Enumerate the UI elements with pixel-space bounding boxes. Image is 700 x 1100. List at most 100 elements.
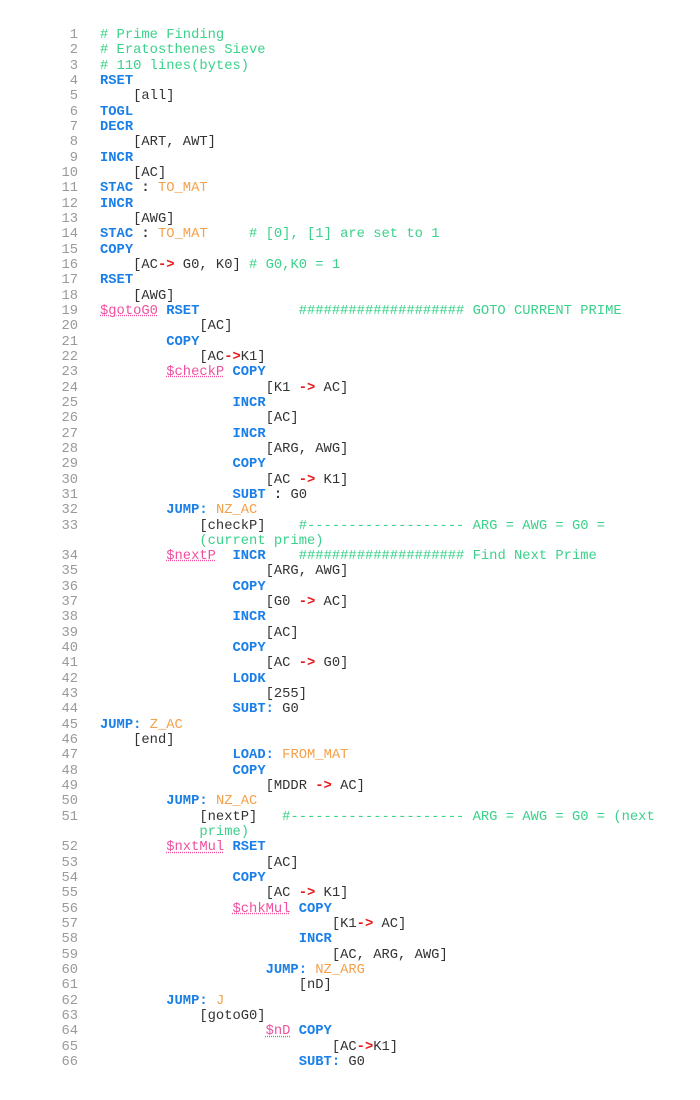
code-line[interactable]: 52 $nxtMul RSET [0,840,700,855]
code-line[interactable]: 49 [MDDR -> AC] [0,779,700,794]
code-line[interactable]: 10 [AC] [0,166,700,181]
code-line[interactable]: 26 [AC] [0,411,700,426]
line-source: SUBT : G0 [100,488,307,503]
code-line[interactable]: 65 [AC->K1] [0,1040,700,1055]
code-line[interactable]: 53 [AC] [0,856,700,871]
line-number: 47 [61,748,78,764]
code-line[interactable]: 28 [ARG, AWG] [0,442,700,457]
code-line-wrap[interactable]: (current prime) [0,534,700,549]
code-line[interactable]: 16 [AC-> G0, K0] # G0,K0 = 1 [0,258,700,273]
code-line[interactable]: 44 SUBT: G0 [0,702,700,717]
line-number: 32 [61,503,78,519]
code-line[interactable]: 24 [K1 -> AC] [0,381,700,396]
code-line[interactable]: 48 COPY [0,764,700,779]
code-line[interactable]: 59 [AC, ARG, AWG] [0,948,700,963]
code-line[interactable]: 3# 110 lines(bytes) [0,59,700,74]
code-text [208,994,216,1009]
arrow-operator: -> [315,779,332,795]
code-line[interactable]: 31 SUBT : G0 [0,488,700,503]
code-text [100,610,232,625]
code-line[interactable]: 1# Prime Finding [0,28,700,43]
code-line[interactable]: 64 $nD COPY [0,1024,700,1039]
line-source: INCR [100,151,133,166]
code-line[interactable]: 25 INCR [0,396,700,411]
code-line[interactable]: 13 [AWG] [0,212,700,227]
code-text [100,840,166,855]
code-line[interactable]: 66 SUBT: G0 [0,1055,700,1070]
code-line[interactable]: 30 [AC -> K1] [0,473,700,488]
code-text: K1] [240,349,266,365]
code-line[interactable]: 21 COPY [0,335,700,350]
code-line-wrap[interactable]: prime) [0,825,700,840]
code-line[interactable]: 60 JUMP: NZ_ARG [0,963,700,978]
code-text [100,549,166,564]
code-text [100,702,232,717]
code-line[interactable]: 20 [AC] [0,319,700,334]
line-source: STAC : TO_MAT [100,181,208,196]
label: $checkP [166,365,225,381]
code-text: AC] [315,595,349,611]
line-number: 59 [61,947,78,963]
line-source: $nD COPY [100,1024,332,1039]
code-line[interactable]: 35 [ARG, AWG] [0,564,700,579]
code-text: [AC [100,472,299,488]
keyword: JUMP: [265,963,307,979]
keyword: SUBT [232,487,266,503]
code-line[interactable]: 51 [nextP] #--------------------- ARG = … [0,810,700,825]
code-line[interactable]: 54 COPY [0,871,700,886]
code-line[interactable]: 40 COPY [0,641,700,656]
operand: TO_MAT [157,227,208,243]
code-line[interactable]: 18 [AWG] [0,289,700,304]
code-line[interactable]: 36 COPY [0,580,700,595]
line-source: [AC, ARG, AWG] [100,948,448,963]
code-line[interactable]: 34 $nextP INCR #################### Find… [0,549,700,564]
code-line[interactable]: 22 [AC->K1] [0,350,700,365]
code-line[interactable]: 50 JUMP: NZ_AC [0,794,700,809]
line-number: 40 [61,641,78,657]
code-line[interactable]: 37 [G0 -> AC] [0,595,700,610]
code-line[interactable]: 19$gotoG0 RSET #################### GOTO… [0,304,700,319]
code-line[interactable]: 42 LODK [0,672,700,687]
line-source: JUMP: J [100,994,224,1009]
code-line[interactable]: 2# Eratosthenes Sieve [0,43,700,58]
keyword: COPY [298,1024,332,1040]
code-line[interactable]: 62 JUMP: J [0,994,700,1009]
code-text: [K1 [100,917,357,933]
code-line[interactable]: 39 [AC] [0,626,700,641]
line-source: COPY [100,457,265,472]
code-line[interactable]: 61 [nD] [0,978,700,993]
code-line[interactable]: 32 JUMP: NZ_AC [0,503,700,518]
code-text [100,580,232,595]
code-line[interactable]: 41 [AC -> G0] [0,656,700,671]
code-line[interactable]: 23 $checkP COPY [0,365,700,380]
code-line[interactable]: 58 INCR [0,932,700,947]
line-number: 34 [61,549,78,565]
code-line[interactable]: 56 $chkMul COPY [0,902,700,917]
line-source: [AWG] [100,289,174,304]
code-line[interactable]: 8 [ART, AWT] [0,135,700,150]
code-line[interactable]: 55 [AC -> K1] [0,886,700,901]
code-line[interactable]: 27 INCR [0,427,700,442]
code-line[interactable]: 57 [K1-> AC] [0,917,700,932]
code-line[interactable]: 29 COPY [0,457,700,472]
code-line[interactable]: 46 [end] [0,733,700,748]
code-line[interactable]: 43 [255] [0,687,700,702]
code-line[interactable]: 5 [all] [0,89,700,104]
comment: # 110 lines(bytes) [100,58,250,74]
code-line[interactable]: 33 [checkP] #------------------- ARG = A… [0,519,700,534]
code-line[interactable]: 63 [gotoG0] [0,1009,700,1024]
code-line[interactable]: 47 LOAD: FROM_MAT [0,748,700,763]
line-number: 43 [61,687,78,703]
code-line[interactable]: 38 INCR [0,610,700,625]
